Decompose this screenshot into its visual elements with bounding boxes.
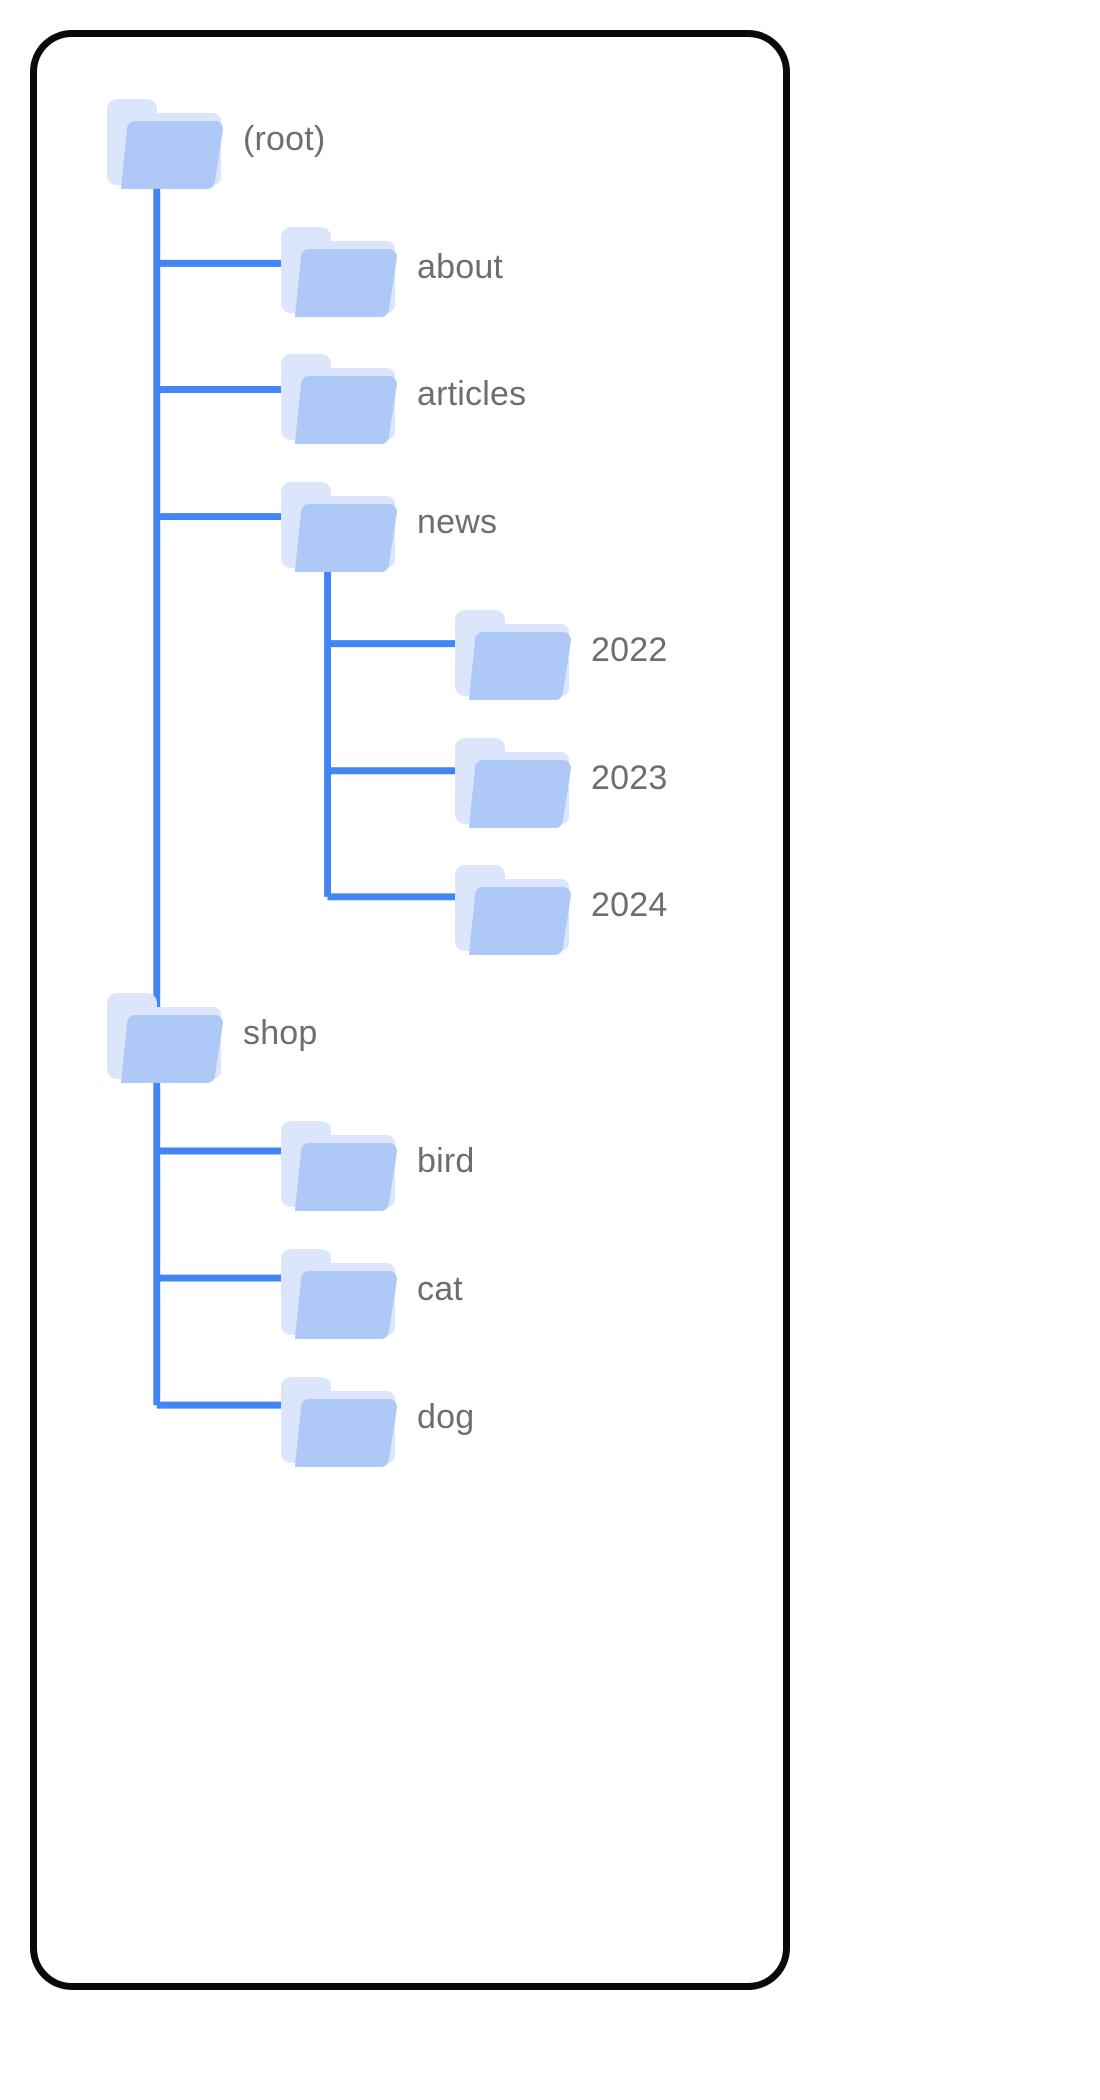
folder-icon <box>279 1369 399 1468</box>
folder-icon <box>279 219 399 318</box>
folder-icon <box>279 1241 399 1340</box>
tree-node-label: dog <box>417 1398 475 1436</box>
tree-node-label: about <box>417 248 504 286</box>
tree-node-news[interactable]: news <box>279 472 498 573</box>
folder-icon <box>279 1113 399 1212</box>
tree-node-label: 2022 <box>591 631 668 669</box>
tree-node-label: bird <box>417 1142 475 1180</box>
tree-node-label: (root) <box>243 120 326 158</box>
folder-icon <box>453 730 573 829</box>
tree-node-dog[interactable]: dog <box>279 1367 475 1468</box>
tree-node-label: 2024 <box>591 886 668 924</box>
tree-node-label: articles <box>417 375 527 413</box>
folder-icon <box>279 346 399 445</box>
tree-node-label: shop <box>243 1014 318 1052</box>
tree-node-about[interactable]: about <box>279 217 504 318</box>
tree-node-cat[interactable]: cat <box>279 1239 463 1340</box>
tree-node-label: 2023 <box>591 759 668 797</box>
tree-node-label: news <box>417 503 498 541</box>
tree-node-root[interactable]: (root) <box>105 89 326 190</box>
tree-node-bird[interactable]: bird <box>279 1111 475 1212</box>
tree-node-shop[interactable]: shop <box>105 983 318 1084</box>
folder-icon <box>279 474 399 573</box>
folder-icon <box>453 602 573 701</box>
folder-icon <box>453 857 573 956</box>
tree-node-label: cat <box>417 1270 463 1308</box>
folder-tree-card: (root) about articles news 2022 2023 202… <box>30 30 790 1990</box>
folder-icon <box>105 91 225 190</box>
tree-node-y2022[interactable]: 2022 <box>453 600 668 701</box>
folder-icon <box>105 985 225 1084</box>
tree-node-y2023[interactable]: 2023 <box>453 728 668 829</box>
tree-node-y2024[interactable]: 2024 <box>453 855 668 956</box>
tree-node-articles[interactable]: articles <box>279 344 527 445</box>
